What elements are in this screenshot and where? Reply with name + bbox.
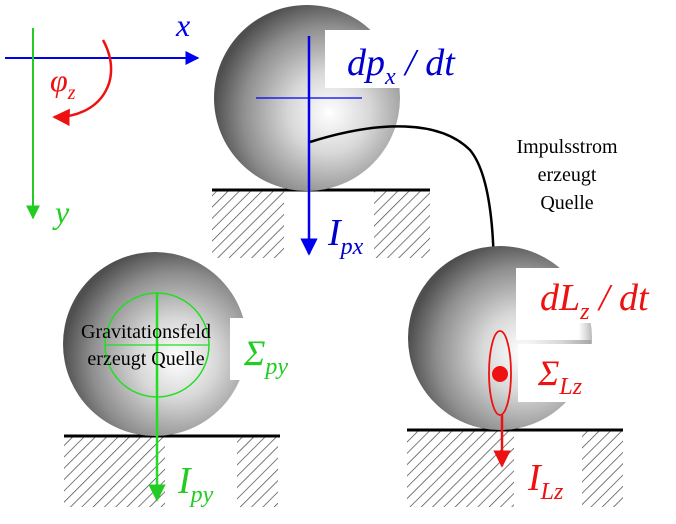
sphere-right-group: dLz / dt ΣLz ILz [407,246,670,507]
flow-note-line3: Quelle [540,192,593,214]
sphere-top-group: dpx / dt Ipx [212,5,485,260]
angular-source-dot [492,366,508,382]
flow-note-line1: Impulsstrom [516,136,618,158]
coordinate-system: x y φz [5,7,200,230]
sigma-py-label: Σpy [243,333,288,380]
ILz-label: ILz [527,457,564,505]
ground-right-cutout [514,431,582,507]
label-bg-dLz-main [530,268,670,323]
label-bg-sigma-py [230,318,310,380]
sigma-Lz-label: ΣLz [537,353,583,400]
y-axis-label: y [52,194,70,230]
sphere-left-group: Gravitationsfeld erzeugt Quelle Σpy Ipy [63,252,310,508]
gravity-field-label-line2: erzeugt Quelle [87,348,204,370]
label-bg-sigma-Lz [518,344,602,402]
sphere-left [63,252,247,436]
angular-source-ellipse [488,330,512,416]
Ipy-label: Ipy [177,460,214,508]
x-axis-label: x [175,7,190,43]
dLz-dt-label: dLz / dt [540,277,650,325]
label-bg-dpx [325,30,485,88]
flow-connector: Impulsstrom erzeugt Quelle [309,125,618,327]
gravity-field-label-line1: Gravitationsfeld [81,321,211,343]
ground-top-cutout [284,191,374,258]
rotation-arrow [52,39,113,127]
Ipx-label: Ipx [327,212,364,260]
phi-z-label: φz [50,62,76,104]
ground-left-cutout [165,437,237,507]
flow-note-line2: erzeugt [538,164,597,186]
dpx-dt-label: dpx / dt [347,42,456,90]
